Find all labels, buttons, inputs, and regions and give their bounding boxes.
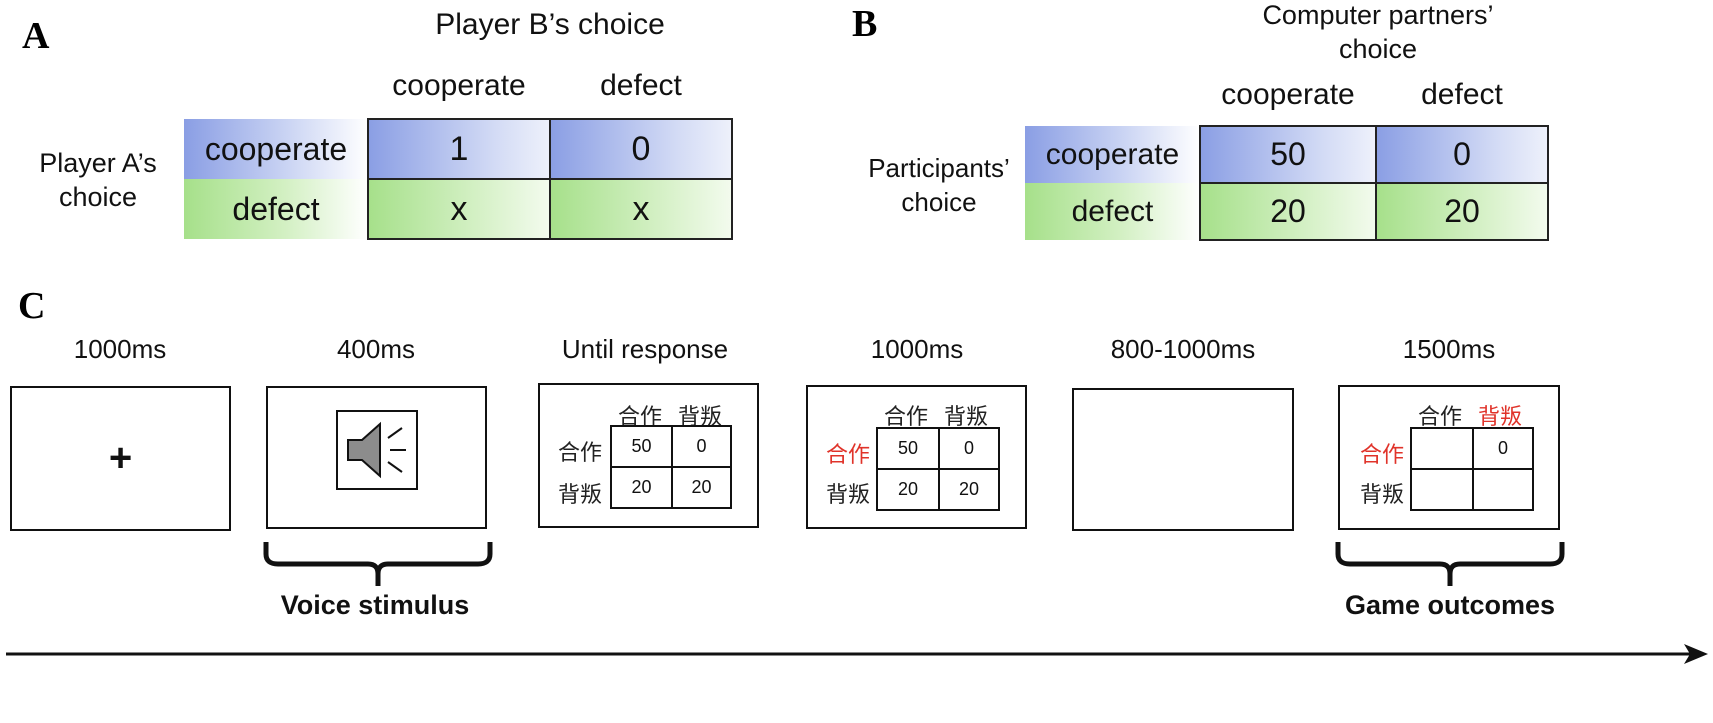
panel-b-row-title: Participants’ choice <box>868 153 1010 217</box>
panel-b-cell-dd: 20 <box>1376 183 1548 240</box>
panel-a-cell-cc: 1 <box>368 119 550 179</box>
outcome-cell-cc <box>1412 429 1472 468</box>
outcome-cell-cd: 0 <box>1497 438 1508 458</box>
panel-a-col-label-defect: defect <box>600 69 682 102</box>
fixation-cross: + <box>108 436 133 480</box>
response-cell-cc: 50 <box>631 436 652 456</box>
feedback-cell-cc: 50 <box>897 438 919 458</box>
feedback-cell-dc: 20 <box>897 479 919 499</box>
speaker-icon <box>336 410 418 490</box>
panel-b-cell-cc: 50 <box>1200 126 1376 183</box>
step-1-duration: 1000ms <box>73 334 167 364</box>
blank-interval-screen <box>1072 388 1294 531</box>
response-cell-dd: 20 <box>691 477 712 497</box>
step-3-duration: Until response <box>561 334 729 364</box>
panel-b-cell-cd: 0 <box>1376 126 1548 183</box>
panel-a-row-title: Player A’s choice <box>39 148 157 212</box>
feedback-cell-cd: 0 <box>963 438 974 458</box>
outcome-col-label-defect-selected: 背叛 <box>1478 405 1523 430</box>
response-row-label-defect: 背叛 <box>558 483 603 508</box>
response-screen: 合作 背叛 合作 背叛 50 0 20 20 <box>538 383 759 528</box>
outcome-payoff-grid: 0 <box>1410 427 1534 511</box>
step-4-duration: 1000ms <box>870 334 964 364</box>
response-cell-cd: 0 <box>696 436 707 456</box>
game-outcomes-brace <box>1335 542 1565 586</box>
timeline-arrow <box>6 644 1708 664</box>
panel-a-grid-divider-h <box>367 178 733 180</box>
outcome-col-label-cooperate: 合作 <box>1418 405 1463 430</box>
step-6-duration: 1500ms <box>1402 334 1496 364</box>
voice-stimulus-brace <box>263 542 493 586</box>
fixation-screen: + <box>10 386 231 531</box>
panel-a-row-label-defect: defect <box>184 179 368 239</box>
game-outcomes-label: Game outcomes <box>1344 590 1556 620</box>
choice-feedback-screen: 合作 背叛 合作 背叛 50 0 20 20 <box>806 385 1027 529</box>
feedback-col-label-cooperate: 合作 <box>884 405 929 430</box>
panel-a-letter: A <box>22 15 50 57</box>
panel-c-letter: C <box>18 285 46 327</box>
panel-a-column-title: Player B’s choice <box>435 8 665 41</box>
voice-stimulus-label: Voice stimulus <box>280 590 470 620</box>
response-payoff-grid: 50 0 20 20 <box>610 425 732 509</box>
outcome-row-label-defect: 背叛 <box>1360 483 1405 508</box>
step-5-duration: 800-1000ms <box>1110 334 1256 364</box>
panel-b-grid-divider-h <box>1199 182 1549 184</box>
panel-a-cell-dd: x <box>550 179 732 239</box>
outcome-cell-dc <box>1412 470 1472 509</box>
response-row-label-cooperate: 合作 <box>558 441 603 466</box>
panel-b-row-label-cooperate: cooperate <box>1025 126 1200 183</box>
panel-a-col-label-cooperate: cooperate <box>392 69 526 102</box>
feedback-row-label-defect: 背叛 <box>826 483 871 508</box>
panel-b-column-title: Computer partners’ choice <box>1262 0 1494 64</box>
feedback-row-label-cooperate-selected: 合作 <box>826 443 871 468</box>
feedback-cell-dd: 20 <box>958 479 980 499</box>
feedback-col-label-defect: 背叛 <box>944 405 989 430</box>
step-2-duration: 400ms <box>336 334 416 364</box>
panel-b-cell-dc: 20 <box>1200 183 1376 240</box>
panel-b-letter: B <box>852 3 878 45</box>
voice-stimulus-screen <box>266 386 487 529</box>
panel-a-cell-dc: x <box>368 179 550 239</box>
response-cell-dc: 20 <box>631 477 652 497</box>
outcome-cell-dd <box>1474 470 1532 509</box>
panel-a-cell-cd: 0 <box>550 119 732 179</box>
panel-a-row-label-cooperate: cooperate <box>184 119 368 179</box>
panel-b-row-label-defect: defect <box>1025 183 1200 240</box>
feedback-payoff-grid: 50 0 20 20 <box>876 427 1000 511</box>
panel-b-col-label-defect: defect <box>1421 78 1503 111</box>
panel-b-col-label-cooperate: cooperate <box>1221 78 1355 111</box>
outcome-screen: 合作 背叛 合作 背叛 0 <box>1338 385 1560 530</box>
outcome-row-label-cooperate-selected: 合作 <box>1360 443 1405 468</box>
